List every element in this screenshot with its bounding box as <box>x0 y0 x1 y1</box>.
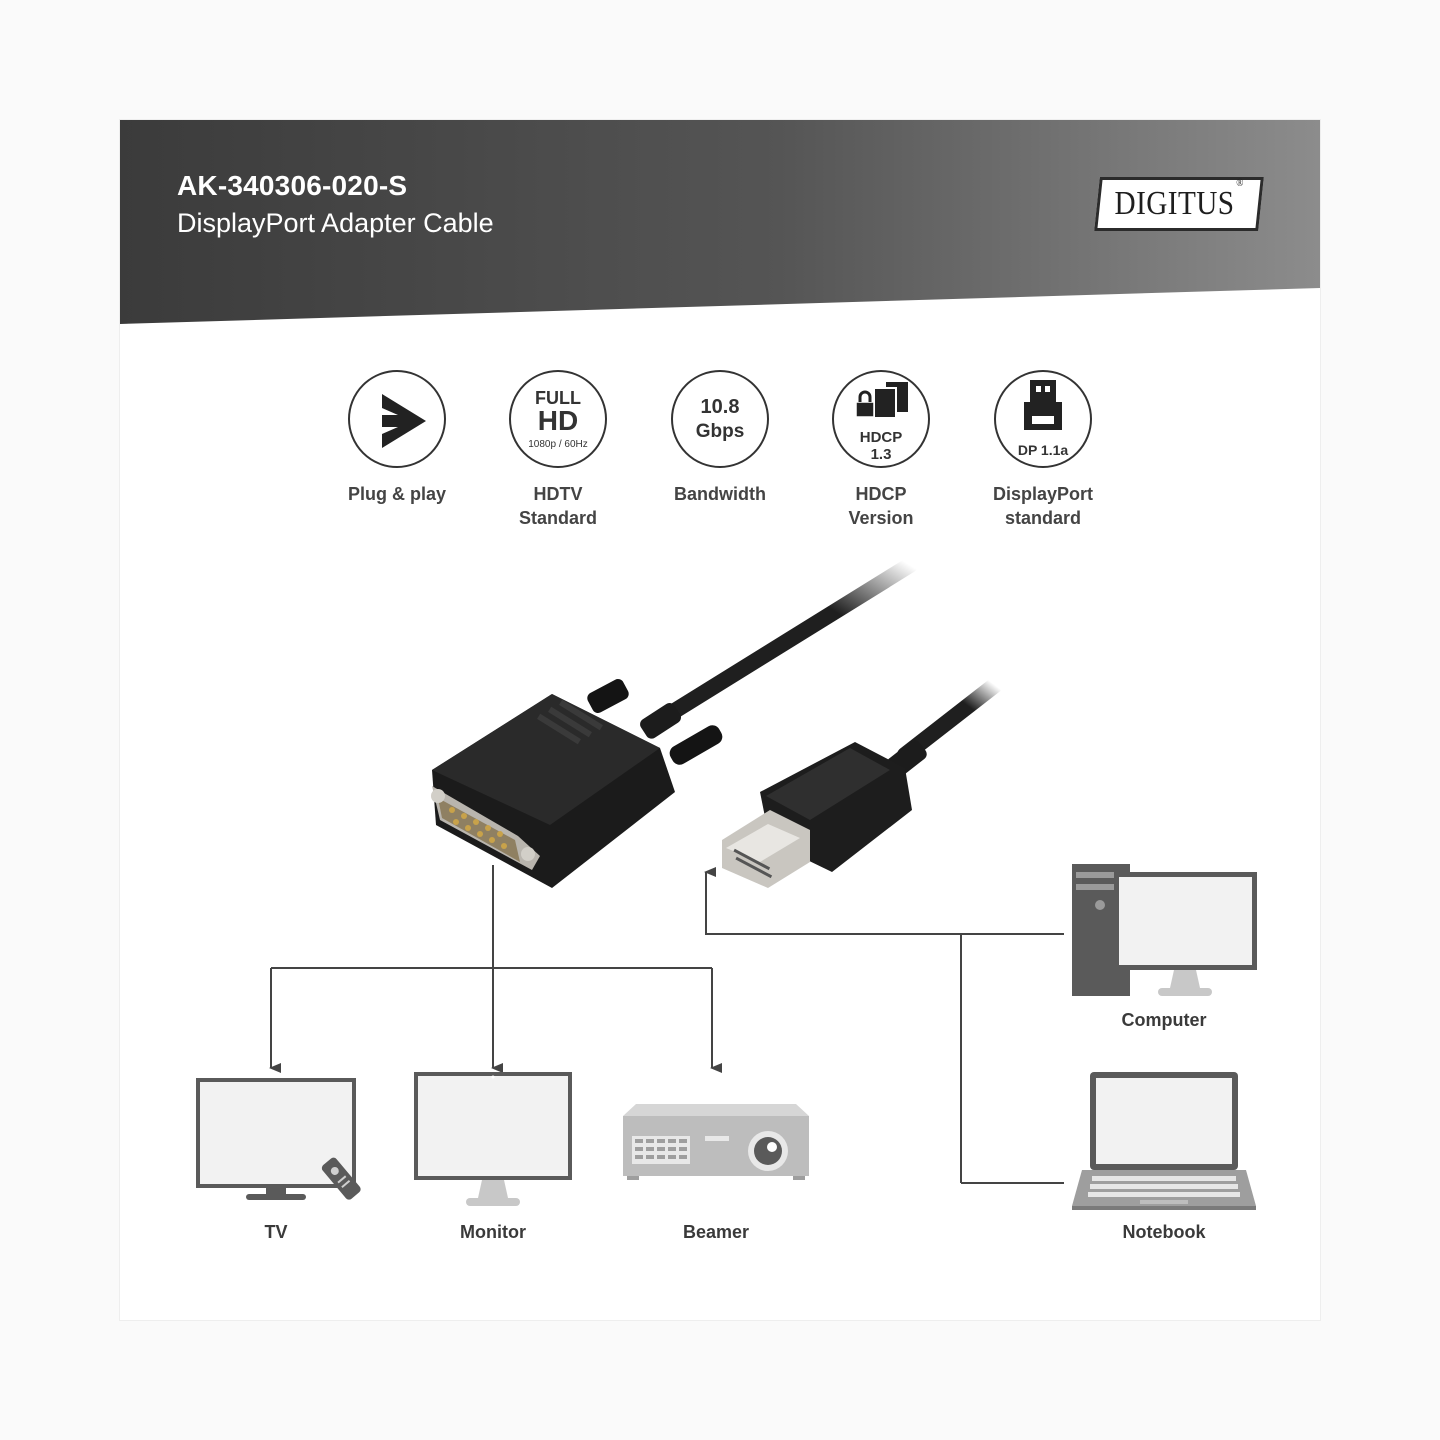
displayport-connector <box>722 742 912 888</box>
bandwidth-icon: 10.8 Gbps <box>671 370 769 468</box>
tv-label: TV <box>264 1222 288 1242</box>
notebook-icon <box>1072 1072 1256 1210</box>
feature-plug-and-play: Plug & play <box>322 370 472 506</box>
document-lock-icon <box>855 382 908 419</box>
product-card: AK-340306-020-S DisplayPort Adapter Cabl… <box>120 120 1320 1320</box>
monitor-icon <box>414 1072 572 1206</box>
feature-label: Plug & play <box>347 484 446 504</box>
feature-bandwidth: 10.8 Gbps Bandwidth <box>645 370 795 506</box>
header-banner: AK-340306-020-S DisplayPort Adapter Cabl… <box>120 120 1320 325</box>
hd-text: HD <box>537 405 579 436</box>
dp-version-text: DP 1.1a <box>1017 442 1069 458</box>
plug-and-play-icon <box>348 370 446 468</box>
beamer-icon <box>623 1104 809 1180</box>
hdcp-version-text: 1.3 <box>870 446 892 463</box>
feature-hdcp-version: HDCP 1.3 HDCP Version <box>806 370 956 530</box>
dvi-connector <box>431 679 723 888</box>
product-code: AK-340306-020-S <box>177 170 408 201</box>
notebook-label: Notebook <box>1122 1222 1206 1242</box>
remote-control-icon <box>321 1157 361 1200</box>
computer-icon <box>1072 864 1257 996</box>
full-text: FULL <box>535 388 581 408</box>
feature-hdtv-standard: FULL HD 1080p / 60Hz HDTV Standard <box>483 370 633 530</box>
bandwidth-unit: Gbps <box>695 421 745 442</box>
cable <box>640 557 1003 778</box>
feature-label: HDCP Version <box>848 484 914 528</box>
bandwidth-value: 10.8 <box>700 396 740 418</box>
displayport-icon: DP 1.1a <box>994 370 1092 468</box>
feature-label: DisplayPort standard <box>992 484 1094 528</box>
output-connection-lines <box>269 865 722 1073</box>
connection-diagram <box>196 557 1257 1210</box>
hdcp-text: HDCP <box>859 429 903 446</box>
monitor-label: Monitor <box>460 1222 526 1242</box>
dp-connector-icon <box>1024 380 1062 430</box>
header-background <box>120 120 1320 324</box>
full-hd-icon: FULL HD 1080p / 60Hz <box>509 370 607 468</box>
feature-label: HDTV Standard <box>518 484 597 528</box>
computer-label: Computer <box>1121 1010 1207 1030</box>
resolution-text: 1080p / 60Hz <box>528 439 588 450</box>
beamer-label: Beamer <box>682 1222 750 1242</box>
source-connection-lines <box>704 867 1064 1184</box>
feature-displayport-standard: DP 1.1a DisplayPort standard <box>968 370 1118 530</box>
hdcp-icon: HDCP 1.3 <box>832 370 930 468</box>
tv-icon <box>196 1078 361 1200</box>
feature-label: Bandwidth <box>674 484 766 504</box>
product-name: DisplayPort Adapter Cable <box>177 208 494 238</box>
